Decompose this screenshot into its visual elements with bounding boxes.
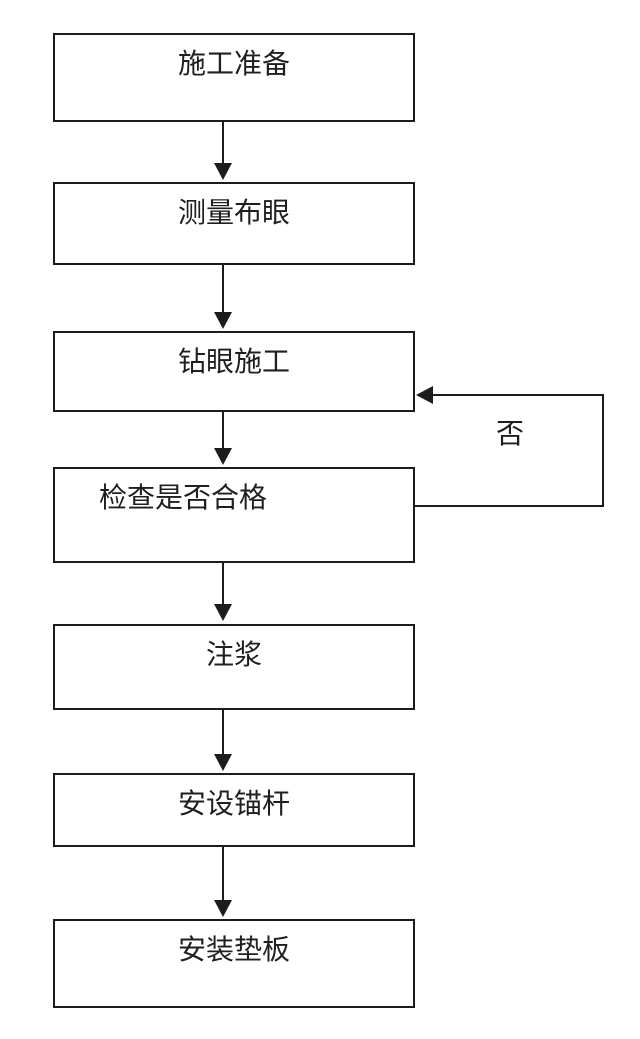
flow-step-label: 检查是否合格 bbox=[99, 483, 268, 514]
connector-line-1 bbox=[222, 122, 224, 164]
feedback-loop-top-line bbox=[431, 394, 604, 396]
flow-step-label: 安装垫板 bbox=[177, 935, 290, 966]
flow-step-grouting: 注浆 bbox=[53, 624, 415, 710]
connector-line-6 bbox=[222, 847, 224, 901]
connector-line-2 bbox=[222, 265, 224, 313]
connector-line-5 bbox=[222, 710, 224, 755]
flow-step-label: 注浆 bbox=[205, 640, 262, 671]
down-arrow-icon-3 bbox=[214, 448, 232, 465]
down-arrow-icon-1 bbox=[214, 163, 232, 180]
left-arrow-icon bbox=[416, 386, 433, 404]
feedback-loop-bottom-line bbox=[413, 505, 604, 507]
feedback-loop-right-line bbox=[602, 394, 604, 507]
flow-step-label: 安设锚杆 bbox=[177, 789, 290, 820]
connector-line-3 bbox=[222, 412, 224, 449]
flow-step-construction-preparation: 施工准备 bbox=[53, 33, 415, 122]
flow-step-drilling: 钻眼施工 bbox=[53, 331, 415, 412]
flow-step-label: 测量布眼 bbox=[177, 198, 290, 229]
down-arrow-icon-4 bbox=[214, 604, 232, 621]
flow-step-survey-layout: 测量布眼 bbox=[53, 182, 415, 265]
flow-step-install-anchor-rod: 安设锚杆 bbox=[53, 773, 415, 847]
down-arrow-icon-6 bbox=[214, 900, 232, 917]
flow-step-label: 钻眼施工 bbox=[177, 347, 290, 378]
flow-step-install-bearing-plate: 安装垫板 bbox=[53, 919, 415, 1008]
flow-step-inspection: 检查是否合格 bbox=[53, 467, 415, 563]
feedback-loop-label-no: 否 bbox=[496, 419, 525, 450]
flow-step-label: 施工准备 bbox=[177, 49, 290, 80]
connector-line-4 bbox=[222, 563, 224, 605]
down-arrow-icon-2 bbox=[214, 312, 232, 329]
down-arrow-icon-5 bbox=[214, 754, 232, 771]
